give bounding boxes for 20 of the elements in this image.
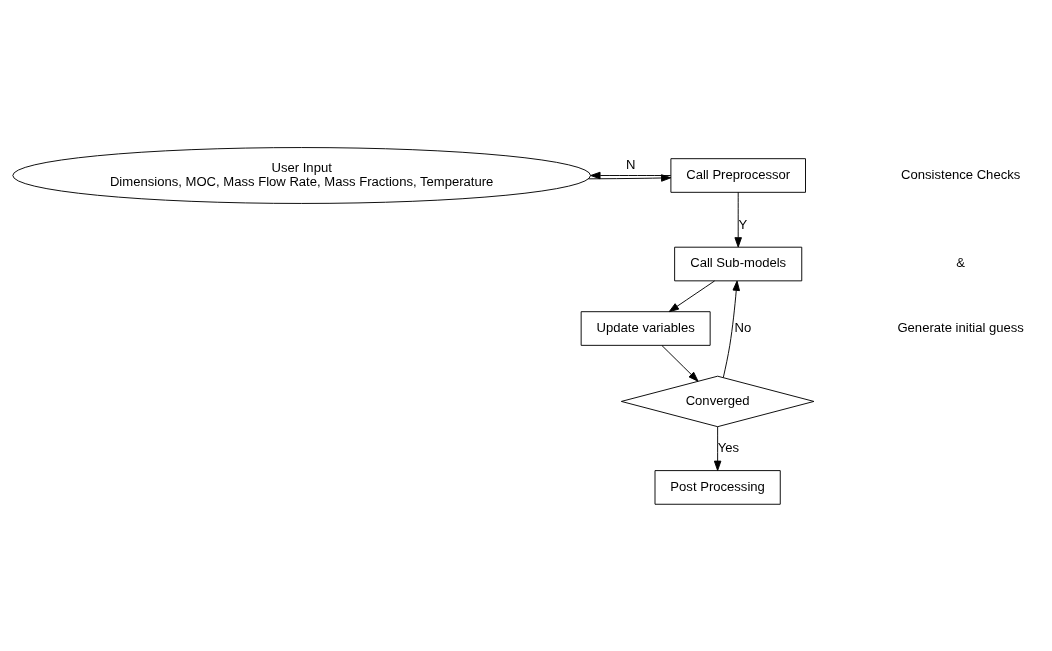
label: Consistence Checks <box>901 166 1021 182</box>
node-box: Post Processing <box>654 469 781 505</box>
node-diamond: Converged <box>620 375 815 427</box>
arrow <box>713 425 722 471</box>
node-box: Call Sub-models <box>674 246 803 281</box>
arrow <box>661 344 699 382</box>
arrow <box>588 173 672 182</box>
edge-label: Y <box>738 216 748 232</box>
edge-label: Yes <box>717 439 740 455</box>
arrow <box>590 171 672 179</box>
node-box: Update variables <box>580 310 711 346</box>
label: & <box>956 254 966 270</box>
node-box: Call Preprocessor <box>670 157 806 193</box>
arrow <box>734 191 742 247</box>
arrow <box>668 279 716 312</box>
node-ellipse: User Input Dimensions, MOC, Mass Flow Rate, Mass Fractions, Temperature <box>12 146 591 204</box>
arrow <box>722 280 740 378</box>
label: Generate initial guess <box>897 319 1024 335</box>
edge-label: No <box>734 319 752 335</box>
edge-label: N <box>625 156 636 172</box>
